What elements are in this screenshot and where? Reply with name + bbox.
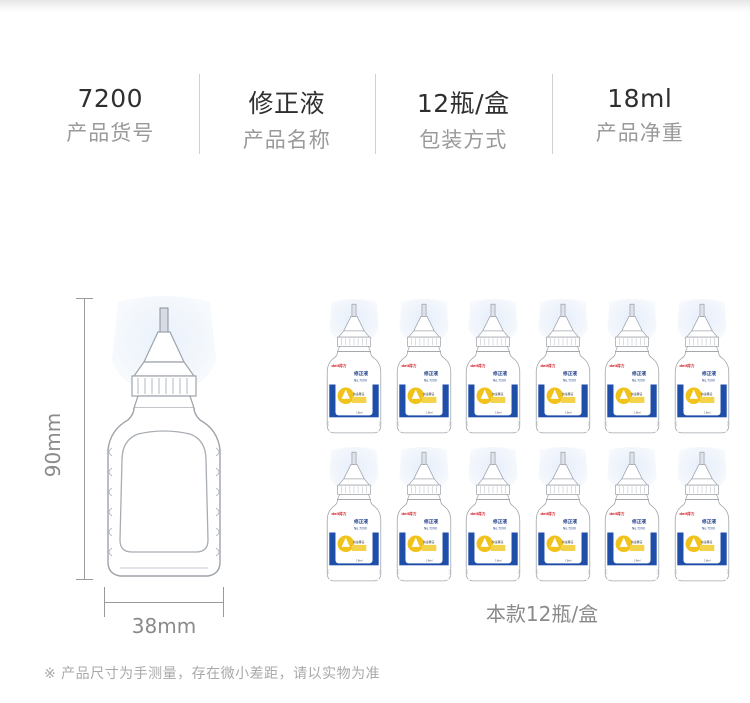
feature-text: 快速覆盖	[353, 539, 365, 544]
product-name-text: 修正液	[562, 370, 577, 377]
feature-text: 快速覆盖	[700, 539, 712, 544]
model-number-text: No.7200	[354, 378, 367, 382]
volume-text: 18ml	[704, 410, 711, 414]
volume-text: 18ml	[704, 558, 711, 562]
feature-text: 快速覆盖	[422, 391, 434, 396]
product-name-text: 修正液	[423, 370, 438, 377]
feature-text: 快速覆盖	[561, 391, 573, 396]
volume-text: 18ml	[426, 410, 433, 414]
spec-label: 产品净重	[595, 121, 684, 145]
brand-logo-text: deli得力	[401, 511, 416, 516]
spec-item-name: 修正液 产品名称	[198, 74, 376, 154]
brand-logo-text: deli得力	[331, 363, 346, 368]
product-name-text: 修正液	[353, 370, 368, 377]
model-number-text: No.7200	[563, 378, 576, 382]
measurement-note: ※ 产品尺寸为手测量，存在微小差距，请以实物为准	[44, 666, 381, 682]
product-name-text: 修正液	[562, 518, 577, 525]
model-number-text: No.7200	[424, 526, 437, 530]
model-number-text: No.7200	[702, 526, 715, 530]
volume-text: 18ml	[495, 558, 502, 562]
brand-logo-text: deli得力	[679, 363, 694, 368]
volume-text: 18ml	[426, 558, 433, 562]
brand-logo-text: deli得力	[540, 363, 555, 368]
bottle-outline-illustration	[107, 296, 221, 577]
volume-text: 18ml	[634, 410, 641, 414]
brand-logo-text: deli得力	[401, 363, 416, 368]
model-number-text: No.7200	[493, 378, 506, 382]
brand-logo-text: deli得力	[609, 363, 624, 368]
model-number-text: No.7200	[632, 526, 645, 530]
spec-label: 产品货号	[66, 121, 155, 145]
brand-logo-text: deli得力	[331, 511, 346, 516]
brand-logo-text: deli得力	[679, 511, 694, 516]
brand-logo-text: deli得力	[540, 511, 555, 516]
model-number-text: No.7200	[493, 526, 506, 530]
product-name-text: 修正液	[701, 370, 716, 377]
brand-logo-text: deli得力	[470, 363, 485, 368]
brand-logo-text: deli得力	[470, 511, 485, 516]
product-name-text: 修正液	[492, 370, 507, 377]
top-shadow-bar	[0, 0, 750, 12]
feature-text: 快速覆盖	[492, 539, 504, 544]
feature-text: 快速覆盖	[700, 391, 712, 396]
width-dimension-line	[104, 602, 224, 603]
width-dimension-cap	[104, 587, 105, 617]
feature-text: 快速覆盖	[422, 539, 434, 544]
feature-text: 快速覆盖	[631, 391, 643, 396]
spec-item-weight: 18ml 产品净重	[551, 74, 729, 154]
product-name-text: 修正液	[631, 518, 646, 525]
spec-row: 7200 产品货号 修正液 产品名称 12瓶/盒 包装方式 18ml 产品净重	[22, 74, 728, 154]
feature-text: 快速覆盖	[631, 539, 643, 544]
product-name-text: 修正液	[701, 518, 716, 525]
volume-text: 18ml	[565, 558, 572, 562]
spec-value: 18ml	[607, 84, 673, 113]
spec-value: 7200	[77, 84, 144, 113]
spec-label: 包装方式	[419, 128, 508, 152]
package-caption: 本款12瓶/盒	[485, 602, 599, 626]
volume-text: 18ml	[356, 410, 363, 414]
width-dimension-label: 38mm	[131, 614, 197, 638]
volume-text: 18ml	[495, 410, 502, 414]
feature-text: 快速覆盖	[353, 391, 365, 396]
spec-value: 修正液	[248, 89, 325, 118]
model-number-text: No.7200	[632, 378, 645, 382]
product-name-text: 修正液	[492, 518, 507, 525]
product-name-text: 修正液	[631, 370, 646, 377]
spec-item-packaging: 12瓶/盒 包装方式	[375, 74, 552, 154]
height-dimension-line	[84, 298, 85, 580]
product-name-text: 修正液	[423, 518, 438, 525]
volume-text: 18ml	[356, 558, 363, 562]
height-dimension-cap	[76, 579, 93, 580]
height-dimension-cap	[76, 298, 93, 299]
model-number-text: No.7200	[563, 526, 576, 530]
height-dimension-label: 90mm	[41, 412, 65, 478]
feature-text: 快速覆盖	[492, 391, 504, 396]
product-name-text: 修正液	[353, 518, 368, 525]
volume-text: 18ml	[634, 558, 641, 562]
model-number-text: No.7200	[354, 526, 367, 530]
model-number-text: No.7200	[424, 378, 437, 382]
feature-text: 快速覆盖	[561, 539, 573, 544]
spec-item-number: 7200 产品货号	[22, 74, 199, 154]
volume-text: 18ml	[565, 410, 572, 414]
spec-value: 12瓶/盒	[416, 89, 510, 118]
model-number-text: No.7200	[702, 378, 715, 382]
width-dimension-cap	[223, 587, 224, 617]
brand-logo-text: deli得力	[609, 511, 624, 516]
spec-label: 产品名称	[242, 128, 331, 152]
